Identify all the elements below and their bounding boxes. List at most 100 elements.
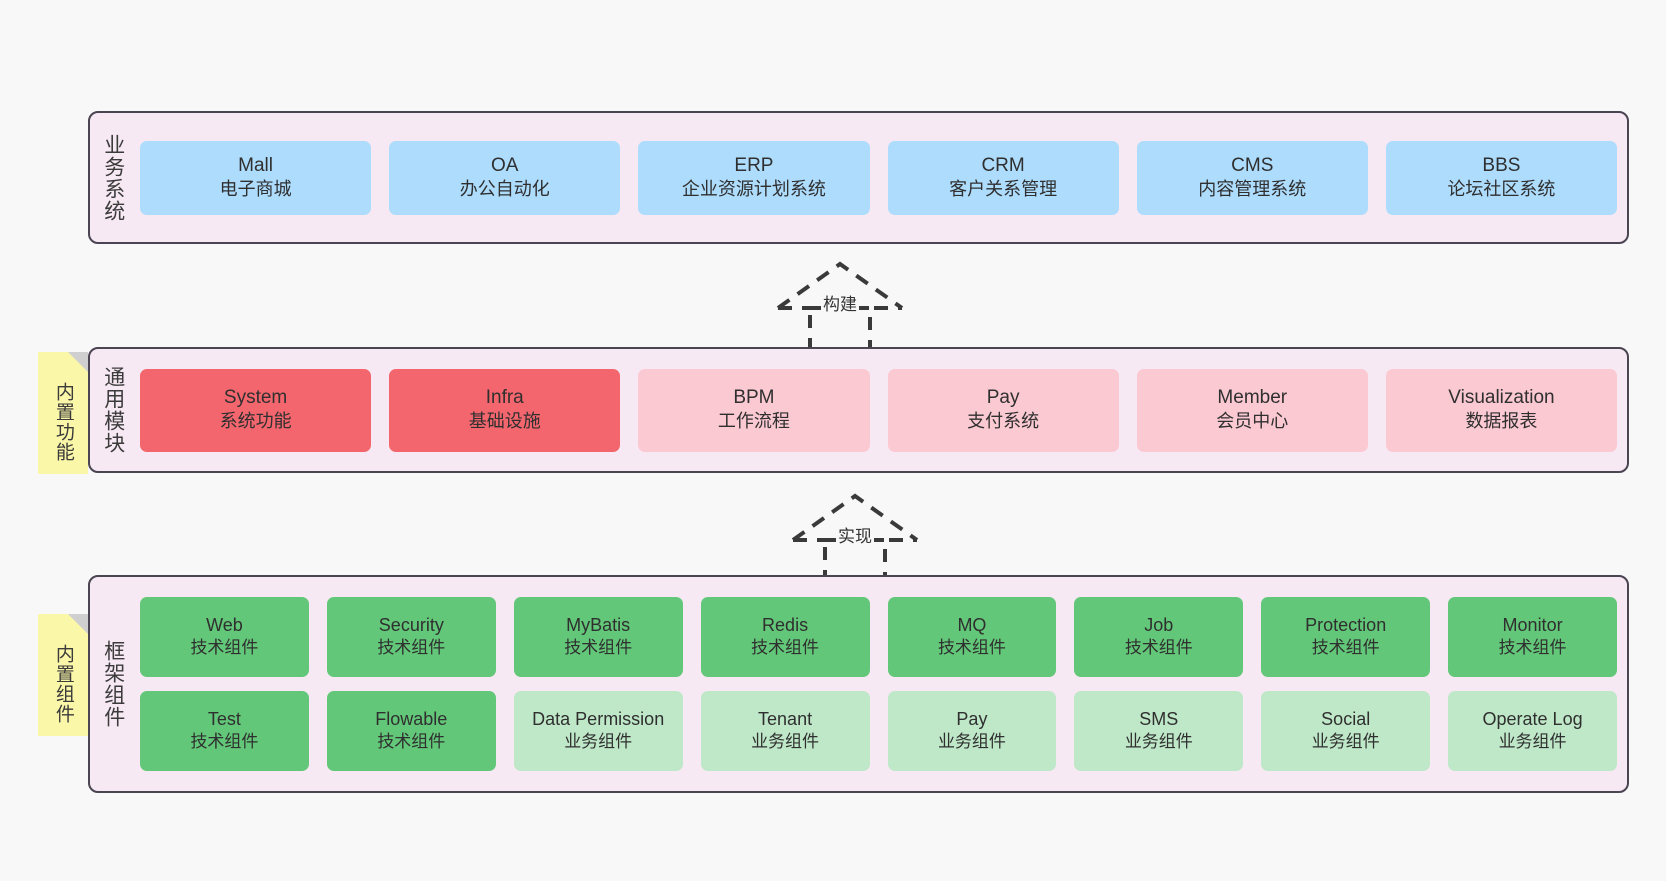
- card-test[interactable]: Test 技术组件: [140, 691, 309, 771]
- card-title-en: Social: [1321, 709, 1371, 730]
- layer-title-framework-components: 框架组件: [101, 640, 125, 728]
- card-title-cn: 系统功能: [219, 411, 292, 432]
- card-title-en: MQ: [957, 615, 987, 636]
- card-title-en: BBS: [1482, 154, 1521, 176]
- card-title-cn: 技术组件: [190, 732, 259, 752]
- card-bpm[interactable]: BPM 工作流程: [638, 368, 870, 452]
- card-bbs[interactable]: BBS 论坛社区系统: [1385, 140, 1618, 215]
- card-title-cn: 电子商城: [219, 178, 292, 199]
- card-system[interactable]: System 系统功能: [140, 368, 372, 452]
- card-mall[interactable]: Mall 电子商城: [140, 140, 372, 215]
- card-title-en: Member: [1217, 387, 1288, 409]
- card-title-cn: 技术组件: [377, 638, 446, 658]
- card-title-en: SMS: [1139, 709, 1179, 730]
- card-oa[interactable]: OA 办公自动化: [389, 140, 621, 215]
- card-title-en: Data Permission: [532, 709, 665, 730]
- arrow-head-triangle: [776, 261, 904, 310]
- card-title-en: Flowable: [375, 709, 448, 730]
- layer-business-systems: 业务系统 Mall 电子商城 OA 办公自动化 ERP 企业资源计划系统 CRM…: [88, 111, 1629, 244]
- arrow-label-build: 构建: [821, 290, 859, 315]
- card-title-cn: 会员中心: [1216, 411, 1289, 432]
- card-job[interactable]: Job 技术组件: [1074, 597, 1244, 677]
- arrow-implement: 实现: [775, 490, 935, 584]
- card-title-en: MyBatis: [566, 615, 631, 636]
- card-title-en: Test: [207, 709, 241, 730]
- card-mybatis[interactable]: MyBatis 技术组件: [513, 597, 683, 677]
- card-erp[interactable]: ERP 企业资源计划系统: [638, 140, 870, 215]
- layer-body-framework-components: Web 技术组件 Security 技术组件 MyBatis 技术组件 Redi…: [136, 577, 1627, 791]
- card-title-en: ERP: [734, 154, 774, 176]
- card-title-en: Job: [1144, 615, 1174, 636]
- card-title-cn: 技术组件: [1311, 638, 1380, 658]
- card-member[interactable]: Member 会员中心: [1136, 368, 1368, 452]
- card-infra[interactable]: Infra 基础设施: [389, 368, 621, 452]
- card-title-cn: 数据报表: [1465, 411, 1538, 432]
- card-pay[interactable]: Pay 支付系统: [887, 368, 1119, 452]
- card-title-cn: 业务组件: [1498, 732, 1567, 752]
- arrow-label-implement: 实现: [836, 522, 874, 547]
- card-operate-log[interactable]: Operate Log 业务组件: [1448, 691, 1617, 771]
- card-sms[interactable]: SMS 业务组件: [1074, 691, 1244, 771]
- card-title-cn: 业务组件: [937, 732, 1006, 752]
- card-visualization[interactable]: Visualization 数据报表: [1385, 368, 1618, 452]
- card-crm[interactable]: CRM 客户关系管理: [887, 140, 1119, 215]
- card-title-cn: 客户关系管理: [949, 178, 1058, 199]
- layer-common-modules: 通用模块 System 系统功能 Infra 基础设施 BPM 工作流程 Pay…: [88, 347, 1629, 473]
- card-title-cn: 技术组件: [1498, 638, 1567, 658]
- card-title-en: Operate Log: [1482, 709, 1583, 730]
- layer-framework-components: 框架组件 Web 技术组件 Security 技术组件 MyBatis 技术组件…: [88, 575, 1629, 793]
- card-title-cn: 业务组件: [1124, 732, 1193, 752]
- card-social[interactable]: Social 业务组件: [1261, 691, 1431, 771]
- card-title-cn: 工作流程: [717, 411, 790, 432]
- card-protection[interactable]: Protection 技术组件: [1261, 597, 1431, 677]
- card-title-cn: 业务组件: [1311, 732, 1380, 752]
- card-security[interactable]: Security 技术组件: [326, 597, 496, 677]
- card-title-en: Monitor: [1502, 615, 1563, 636]
- layer-body-common-modules: System 系统功能 Infra 基础设施 BPM 工作流程 Pay 支付系统…: [136, 349, 1627, 471]
- card-title-cn: 支付系统: [967, 411, 1040, 432]
- card-row: Web 技术组件 Security 技术组件 MyBatis 技术组件 Redi…: [140, 597, 1617, 677]
- card-redis[interactable]: Redis 技术组件: [700, 597, 870, 677]
- card-title-cn: 业务组件: [751, 732, 820, 752]
- card-pay-business[interactable]: Pay 业务组件: [887, 691, 1057, 771]
- card-web[interactable]: Web 技术组件: [140, 597, 309, 677]
- card-title-cn: 业务组件: [564, 732, 633, 752]
- card-title-en: System: [223, 387, 288, 409]
- card-title-en: Pay: [956, 709, 988, 730]
- card-monitor[interactable]: Monitor 技术组件: [1448, 597, 1617, 677]
- card-mq[interactable]: MQ 技术组件: [887, 597, 1057, 677]
- card-title-cn: 技术组件: [937, 638, 1006, 658]
- card-title-cn: 企业资源计划系统: [681, 178, 826, 199]
- card-data-permission[interactable]: Data Permission 业务组件: [513, 691, 683, 771]
- card-title-cn: 技术组件: [377, 732, 446, 752]
- card-cms[interactable]: CMS 内容管理系统: [1136, 140, 1368, 215]
- card-title-cn: 技术组件: [564, 638, 633, 658]
- card-row: System 系统功能 Infra 基础设施 BPM 工作流程 Pay 支付系统…: [140, 368, 1618, 452]
- layer-title-common-modules: 通用模块: [101, 366, 125, 454]
- card-row: Mall 电子商城 OA 办公自动化 ERP 企业资源计划系统 CRM 客户关系…: [140, 140, 1618, 215]
- card-title-cn: 论坛社区系统: [1447, 178, 1556, 199]
- layer-title-business-systems: 业务系统: [101, 133, 125, 222]
- arrow-head-triangle: [791, 493, 919, 542]
- card-flowable[interactable]: Flowable 技术组件: [326, 691, 496, 771]
- card-title-en: Tenant: [758, 709, 813, 730]
- card-title-en: Pay: [986, 387, 1020, 409]
- card-title-en: Protection: [1305, 615, 1387, 636]
- card-title-en: CMS: [1231, 154, 1274, 176]
- card-title-cn: 内容管理系统: [1198, 178, 1307, 199]
- card-title-en: Visualization: [1448, 387, 1555, 409]
- card-row: Test 技术组件 Flowable 技术组件 Data Permission …: [140, 691, 1617, 771]
- card-title-cn: 基础设施: [468, 411, 541, 432]
- layer-body-business-systems: Mall 电子商城 OA 办公自动化 ERP 企业资源计划系统 CRM 客户关系…: [136, 113, 1627, 242]
- card-title-en: Mall: [238, 154, 273, 176]
- card-title-en: Redis: [762, 615, 809, 636]
- card-title-cn: 技术组件: [751, 638, 820, 658]
- card-title-en: OA: [491, 154, 519, 176]
- card-title-en: Security: [378, 615, 444, 636]
- card-title-en: BPM: [733, 387, 775, 409]
- card-title-cn: 技术组件: [190, 638, 259, 658]
- card-tenant[interactable]: Tenant 业务组件: [700, 691, 870, 771]
- card-title-en: Infra: [485, 387, 524, 409]
- card-title-cn: 技术组件: [1124, 638, 1193, 658]
